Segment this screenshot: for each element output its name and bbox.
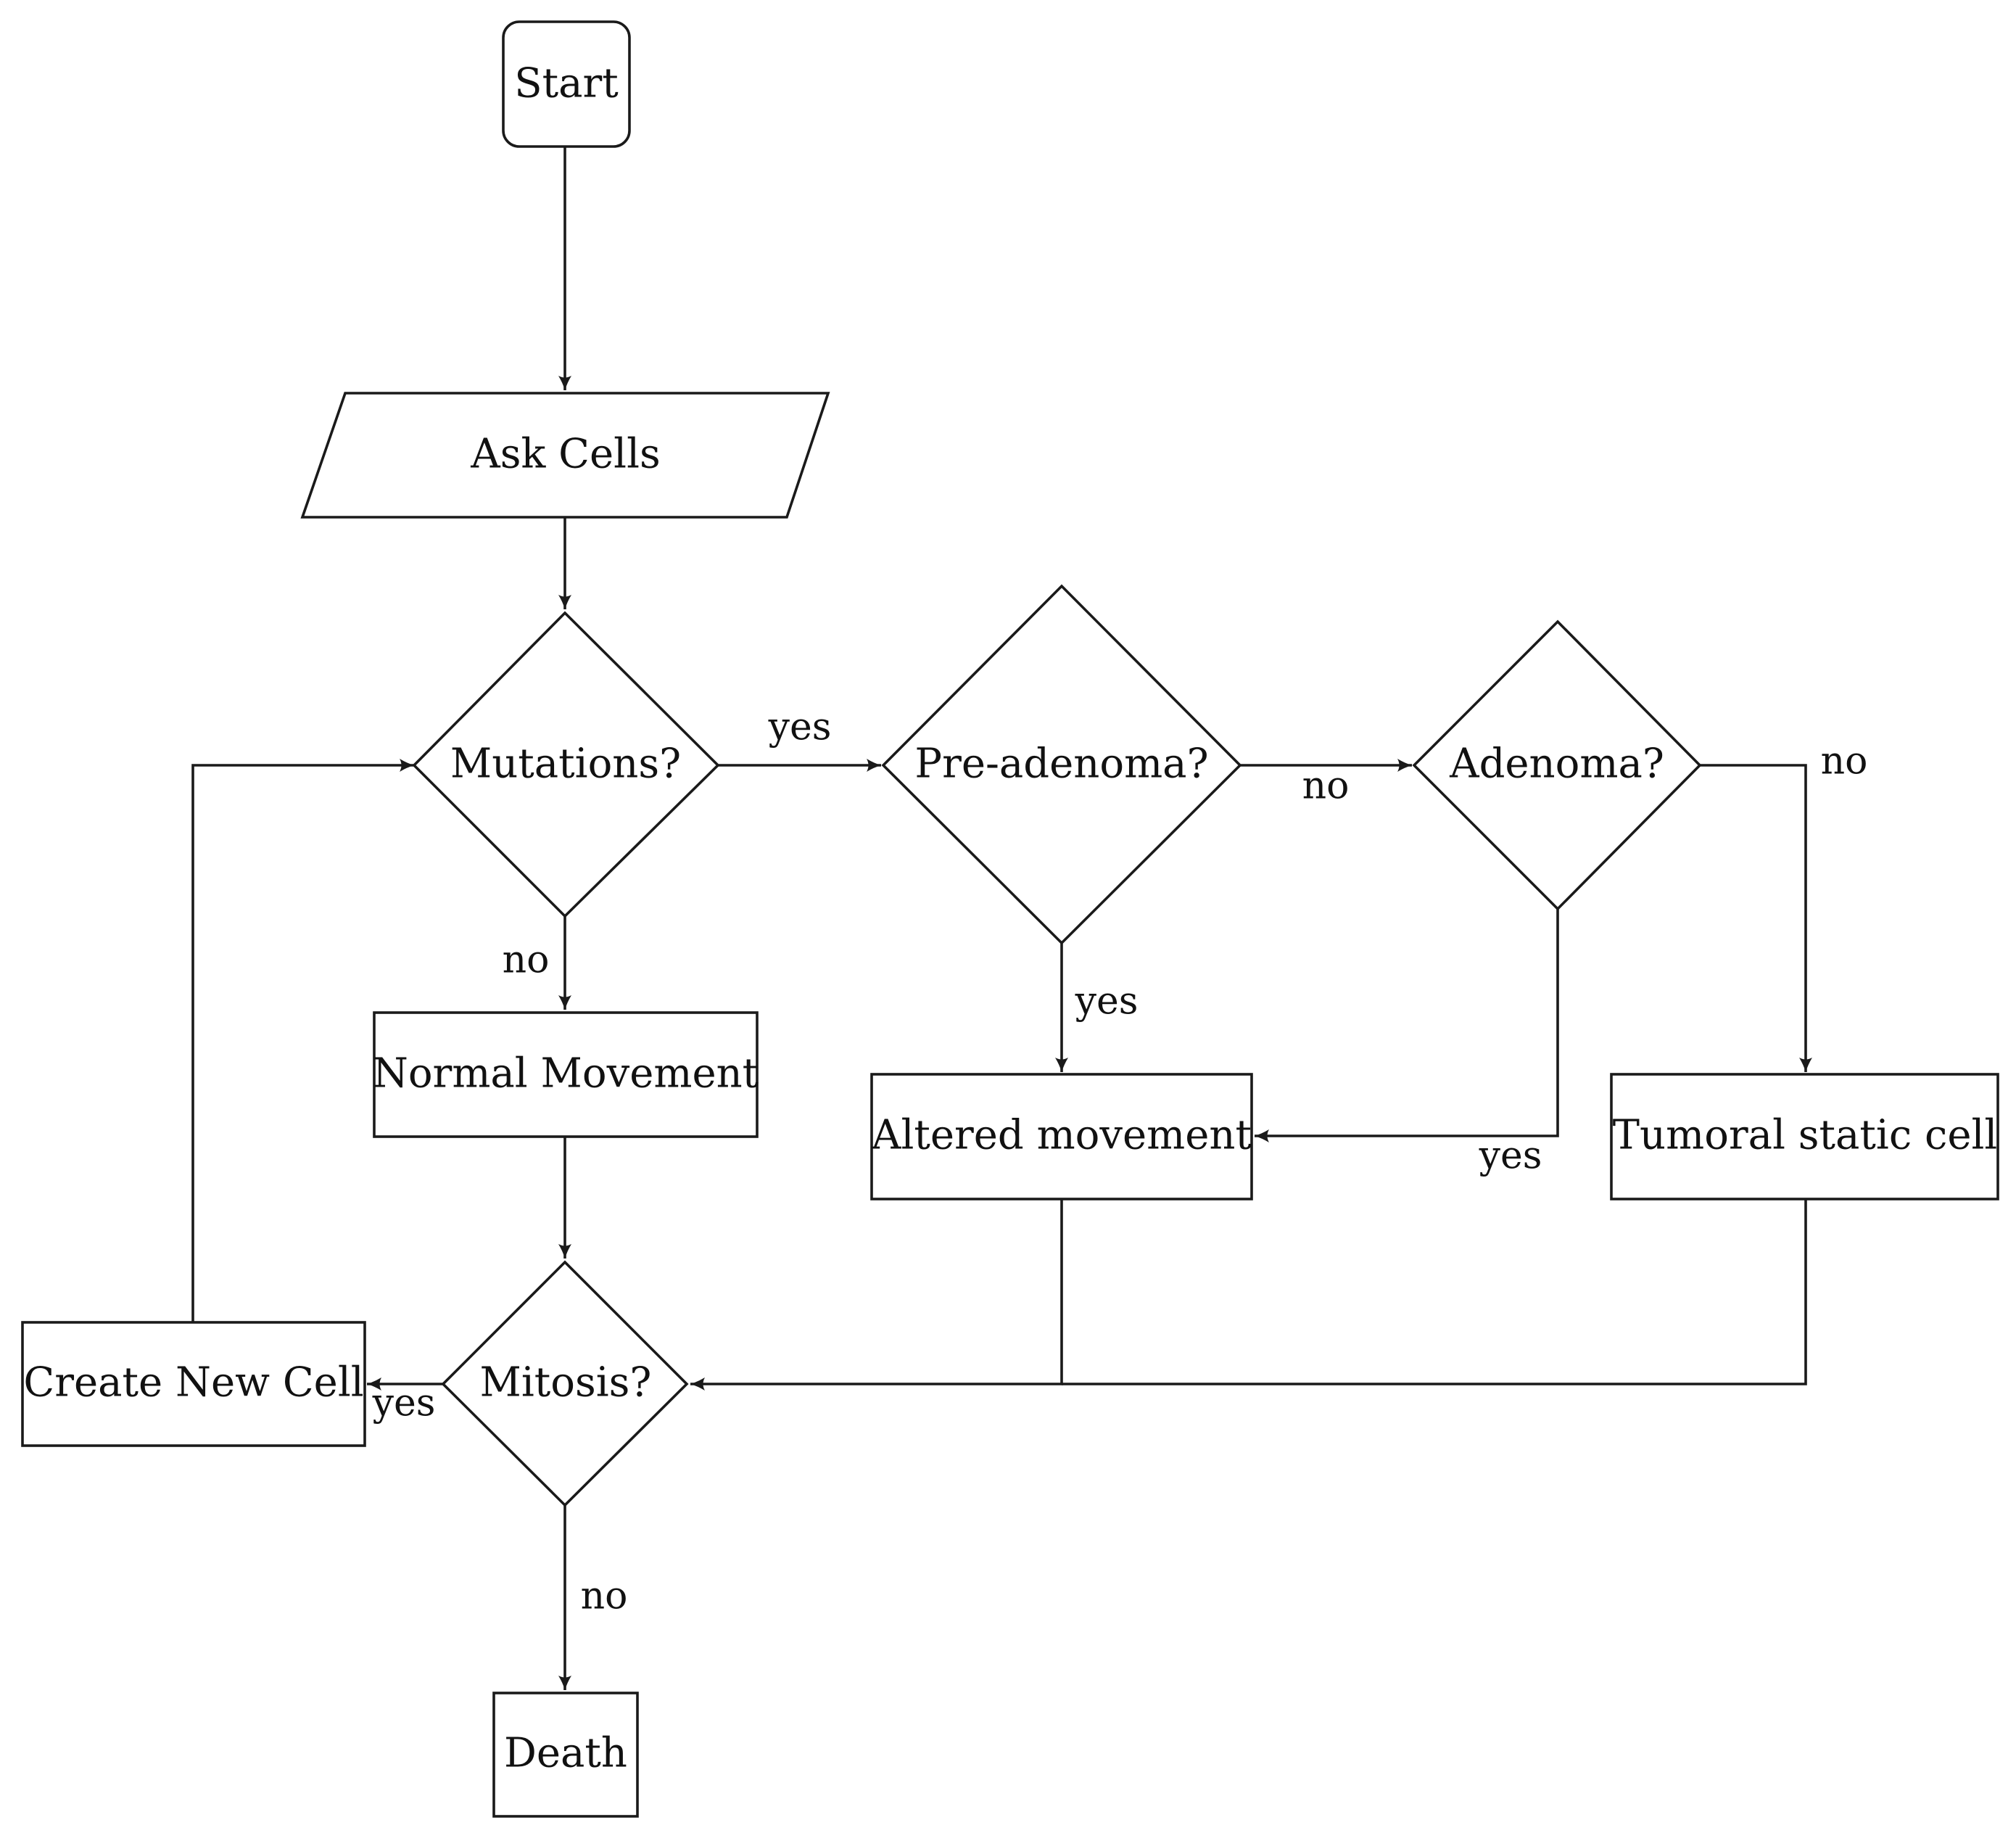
node-start: Start [502,20,631,148]
label-mutations-yes: yes [768,706,832,749]
edge-adenoma-to-altered-movement [1255,909,1559,1142]
node-adenoma: Adenoma? [1412,619,1702,911]
node-ask-cells-label: Ask Cells [470,431,660,478]
node-mitosis: Mitosis? [441,1260,689,1507]
edge-adenoma-to-tumoral-static-cell [1700,764,1812,1072]
edge-labels: yes no no yes no yes yes no [372,706,1868,1618]
node-create-new-cell-label: Create New Cell [23,1359,363,1406]
node-ask-cells: Ask Cells [300,392,830,519]
node-mitosis-label: Mitosis? [480,1359,652,1406]
label-mutations-no: no [503,939,550,982]
node-altered-movement-label: Altered movement [871,1112,1252,1159]
edge-create-new-cell-to-mutations [191,759,414,1322]
node-adenoma-label: Adenoma? [1449,741,1664,788]
edges [191,147,1812,1690]
node-pre-adenoma: Pre-adenoma? [881,584,1242,945]
edge-tumoral-static-cell-to-mitosis [1062,1199,1807,1385]
node-tumoral-static-cell-label: Tumoral static cell [1613,1112,1998,1159]
node-create-new-cell: Create New Cell [21,1321,366,1447]
label-mitosis-no: no [581,1575,628,1618]
node-death: Death [492,1692,639,1818]
node-tumoral-static-cell: Tumoral static cell [1610,1073,1999,1200]
node-pre-adenoma-label: Pre-adenoma? [914,741,1208,788]
node-altered-movement: Altered movement [870,1073,1253,1200]
label-pre-adenoma-no: no [1302,765,1350,808]
node-normal-movement: Normal Movement [373,1011,759,1138]
node-mutations: Mutations? [412,611,720,918]
label-adenoma-yes: yes [1479,1134,1542,1178]
label-pre-adenoma-yes: yes [1075,980,1139,1023]
edge-altered-movement-to-mitosis [690,1199,1063,1391]
label-adenoma-no: no [1821,740,1868,783]
node-normal-movement-label: Normal Movement [373,1050,759,1097]
node-start-label: Start [514,60,619,107]
node-death-label: Death [504,1730,627,1777]
label-mitosis-yes: yes [372,1382,436,1425]
node-mutations-label: Mutations? [450,741,681,788]
